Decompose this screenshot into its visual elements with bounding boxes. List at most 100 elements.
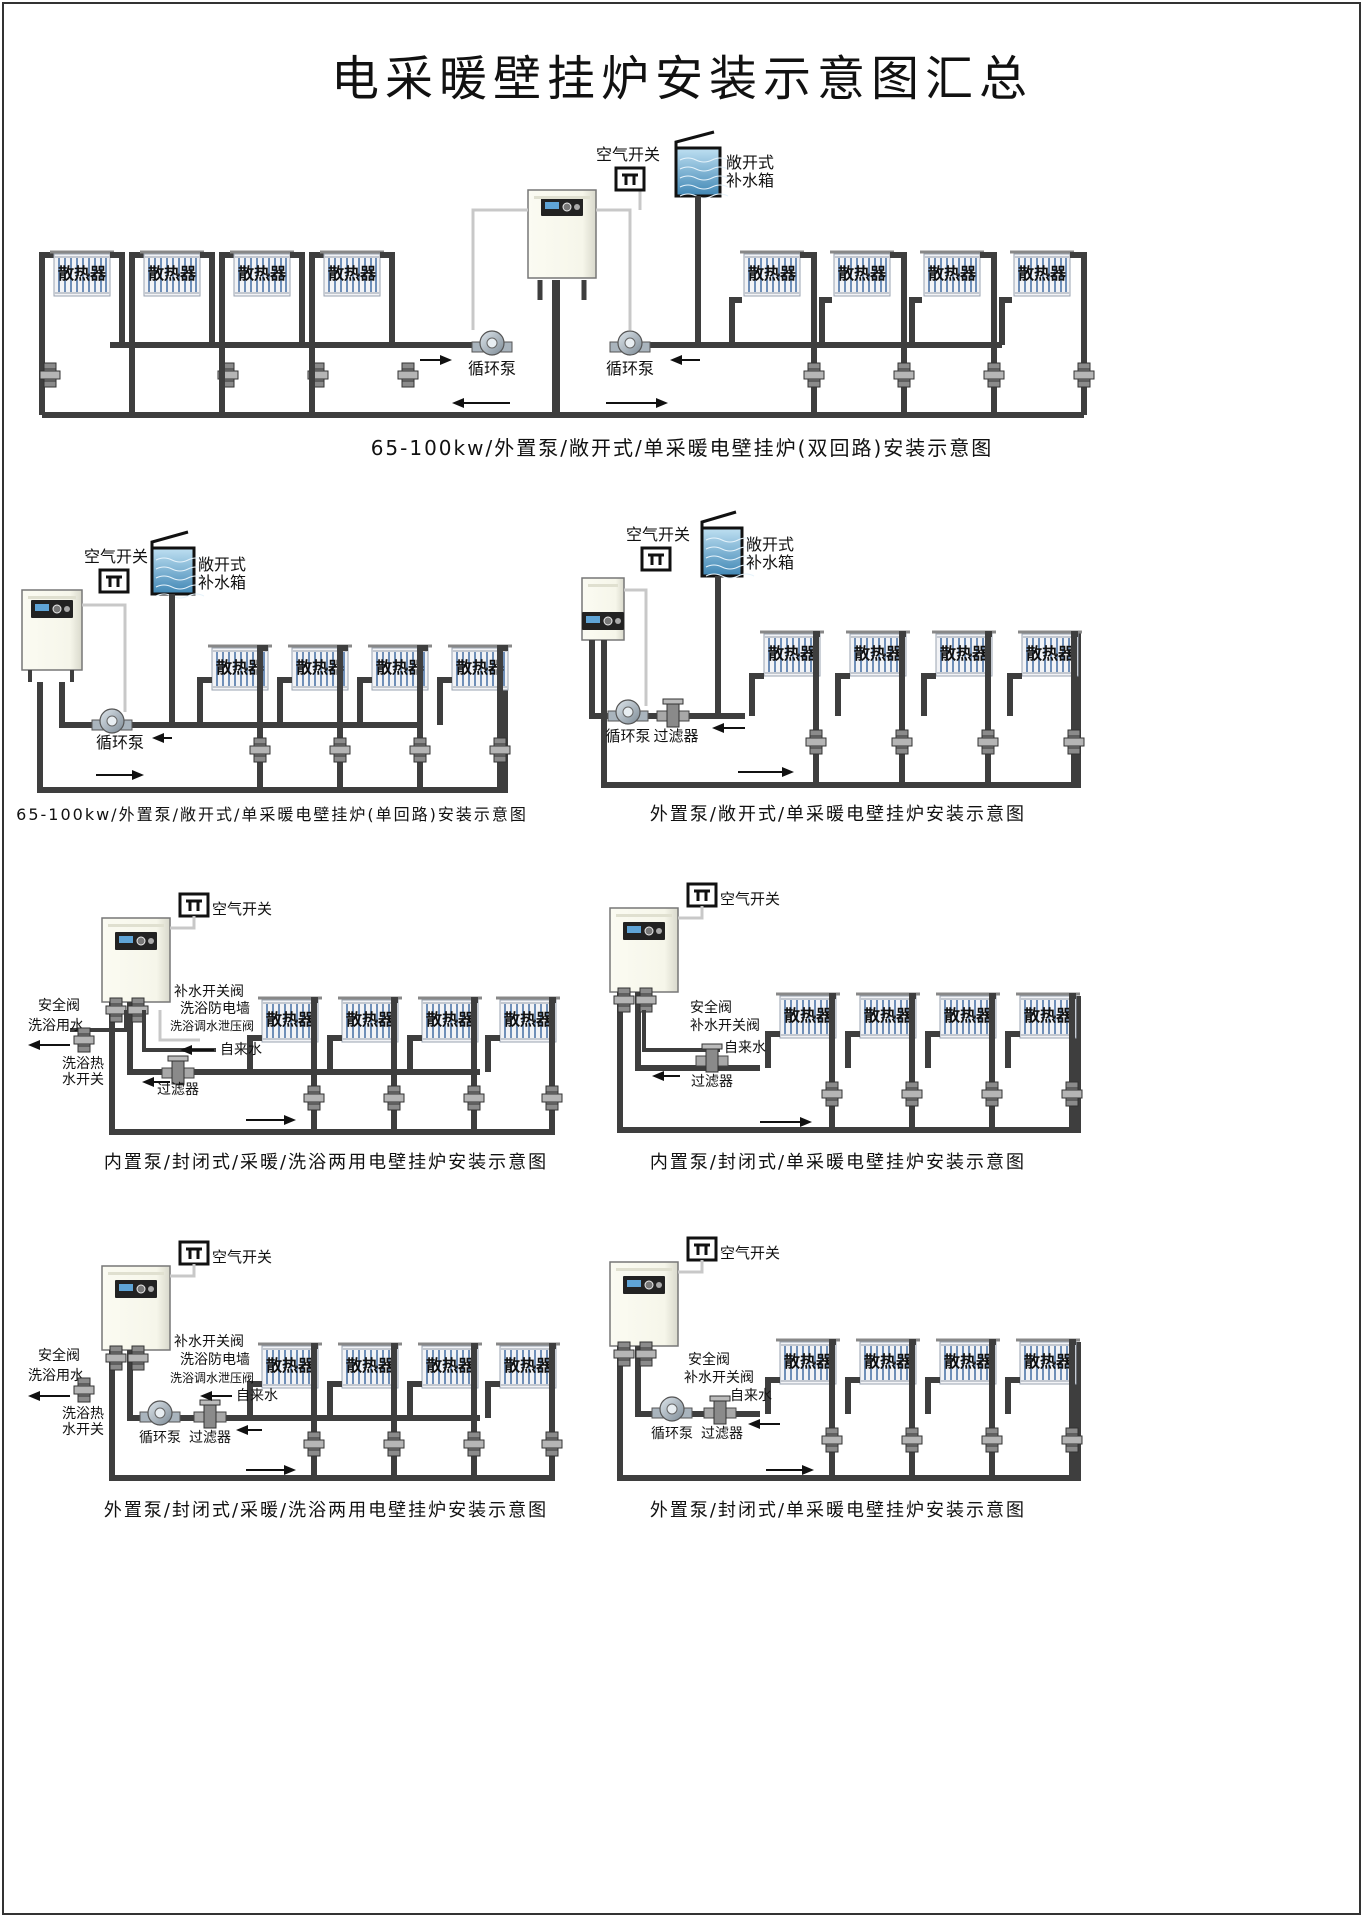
page-title: 电采暖壁挂炉安装示意图汇总	[331, 51, 1033, 107]
radiator-label: 散热器	[148, 264, 197, 283]
diagram-external-open: 空气开关敞开式补水箱循环泵过滤器散热器散热器散热器散热器	[581, 510, 1085, 788]
pipe	[642, 1010, 720, 1052]
diagram-external-heat: 空气开关散热器散热器散热器散热器安全阀补水开关阀自来水循环泵过滤器	[609, 1236, 1083, 1481]
radiator-valve	[803, 362, 825, 388]
pipe	[407, 1035, 422, 1072]
radiator-label: 散热器	[768, 644, 817, 663]
pipe	[110, 252, 125, 345]
pipe	[407, 1381, 422, 1418]
makeup-valve-label: 补水开关阀	[174, 1334, 244, 1350]
pipe	[1005, 1031, 1020, 1068]
pipe	[678, 906, 704, 920]
pipe	[39, 252, 54, 415]
boiler-top-trim	[588, 584, 618, 587]
boiler-control-panel	[540, 197, 584, 217]
radiator-label: 散热器	[864, 1352, 913, 1371]
makeup-valve-label: 补水开关阀	[684, 1370, 754, 1386]
caption-d1: 65-100kw/外置泵/敞开式/单采暖电壁挂炉(双回路)安装示意图	[371, 436, 994, 460]
tank-ripple	[705, 555, 755, 561]
flow-arrow-head	[180, 1045, 192, 1055]
radiator-valve	[891, 729, 913, 755]
boiler-top-trim	[28, 596, 76, 599]
radiator-label: 散热器	[940, 644, 989, 663]
air-switch-label: 空气开关	[596, 145, 660, 164]
tank-ripple	[705, 537, 755, 543]
circulation-pump	[651, 1396, 693, 1422]
pipe	[437, 677, 452, 725]
bath-wall-label: 洗浴防电墙	[180, 1352, 250, 1368]
air-switch-label: 空气开关	[626, 525, 690, 544]
tap-water-label: 自来水	[236, 1388, 278, 1404]
flow-arrow-head	[652, 1071, 664, 1081]
caption-d5: 内置泵/封闭式/单采暖电壁挂炉安装示意图	[650, 1152, 1026, 1173]
boiler-body	[609, 907, 679, 993]
radiator-valve	[981, 1081, 1003, 1107]
boiler-control-panel	[622, 921, 666, 941]
bath-water-label: 洗浴用水	[28, 1018, 84, 1034]
radiator-label: 散热器	[58, 264, 107, 283]
pipe	[471, 208, 528, 330]
bath-hot-label-line1: 洗浴热	[62, 1406, 104, 1422]
flow-arrow-head	[284, 1115, 296, 1125]
pipe	[635, 992, 760, 1071]
radiator-label: 散热器	[376, 658, 425, 677]
radiator-valve	[303, 1085, 325, 1111]
tank-ripple	[705, 573, 755, 579]
boiler-control-panel	[30, 599, 74, 619]
caption-d7: 外置泵/封闭式/单采暖电壁挂炉安装示意图	[650, 1500, 1026, 1521]
pipe	[380, 252, 395, 345]
air-switch-icon	[686, 1236, 718, 1262]
pipe	[1007, 673, 1022, 716]
tank-ripple	[705, 564, 755, 570]
tank-label-line2: 补水箱	[746, 553, 794, 572]
pipe	[845, 1031, 860, 1068]
boiler-control-panel	[581, 611, 625, 631]
radiator-label: 散热器	[346, 1356, 395, 1375]
radiator-label: 散热器	[504, 1356, 553, 1375]
radiator-label: 散热器	[216, 658, 265, 677]
radiator-label: 散热器	[748, 264, 797, 283]
tank-body	[150, 546, 196, 596]
flow-arrow-head	[748, 1419, 760, 1429]
radiator-label: 散热器	[1024, 1006, 1073, 1025]
radiator-valve	[463, 1431, 485, 1457]
radiator-label: 散热器	[944, 1006, 993, 1025]
filter-label: 过滤器	[691, 1074, 733, 1090]
pipe	[909, 297, 922, 345]
pipe	[589, 640, 745, 719]
pipe	[624, 588, 648, 706]
pipe	[765, 1377, 780, 1414]
tank-label-line1: 敞开式	[726, 153, 774, 172]
radiator-label: 散热器	[266, 1356, 315, 1375]
pipe	[127, 1350, 480, 1421]
tank-ripple	[155, 557, 205, 563]
pump-label: 循环泵	[139, 1430, 181, 1446]
radiator-label: 散热器	[266, 1010, 315, 1029]
boiler-top-trim	[616, 914, 672, 917]
radiator-valve	[901, 1081, 923, 1107]
filter	[656, 698, 690, 728]
diagram-internal-bath: 空气开关散热器散热器散热器散热器过滤器自来水补水开关阀洗浴防电墙洗浴调水泄压阀安…	[28, 892, 563, 1135]
pipe	[601, 632, 1081, 788]
diagram-dual-loop: 散热器散热器散热器散热器散热器散热器散热器散热器循环泵循环泵空气开关敞开式补水箱	[39, 130, 1095, 418]
circulation-pump	[139, 1400, 181, 1426]
bath-relief-label: 洗浴调水泄压阀	[170, 1019, 254, 1033]
filter-label: 过滤器	[653, 727, 698, 745]
air-switch-icon	[640, 546, 672, 572]
air-switch-icon	[178, 1240, 210, 1266]
tank-label-line1: 敞开式	[198, 555, 246, 574]
pipe	[247, 1381, 262, 1418]
bath-water-label: 洗浴用水	[28, 1368, 84, 1384]
circulation-pump	[91, 708, 133, 734]
radiator-label: 散热器	[784, 1352, 833, 1371]
flow-arrow-head	[284, 1465, 296, 1475]
radiator-valve	[383, 1085, 405, 1111]
tank-lid	[700, 510, 737, 528]
boiler-body	[101, 1265, 171, 1351]
tank-ripple	[679, 184, 729, 190]
caption-d2: 65-100kw/外置泵/敞开式/单采暖电壁挂炉(单回路)安装示意图	[16, 805, 528, 824]
pump-label: 循环泵	[606, 359, 654, 378]
pipe	[925, 1031, 940, 1068]
flow-arrow-head	[236, 1425, 248, 1435]
radiator-valve	[541, 1431, 563, 1457]
